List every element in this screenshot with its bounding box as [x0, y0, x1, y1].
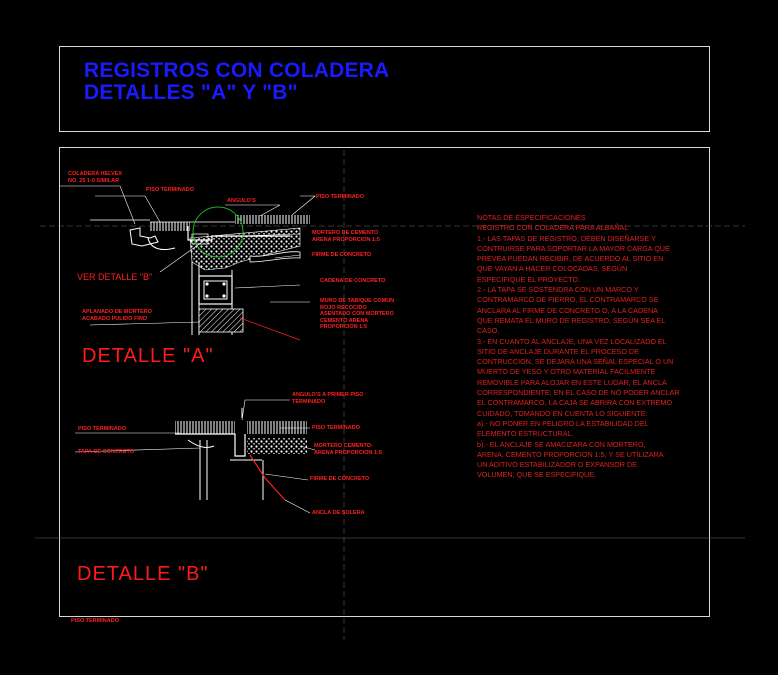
label-aplanado: APLANADO DE MORTERO ACABADO PULIDO FINO — [82, 309, 152, 322]
label-piso-left-a: PISO TERMINADO — [146, 187, 194, 193]
notes-heading: NOTAS DE ESPECIFICACIONES — [477, 213, 586, 222]
title-line-1: REGISTROS CON COLADERA — [84, 59, 390, 82]
notes-line: QUE VAYAN A HACER COLOCADAS, SEGÚN — [477, 264, 628, 274]
notes-line: b).- EL ANCLAJE SE AMACIZARA CON MORTERO… — [477, 439, 646, 449]
notes-line: VOLUMEN, QUE SE ESPECIFIQUE. — [477, 470, 597, 480]
notes-line: 2.- LA TAPA SE SOSTENDRA CON UN MARCO Y — [477, 285, 639, 295]
notes-line: ANCLARA AL FIRME DE CONCRETO O, A LA CAD… — [477, 305, 658, 315]
label-angulos-b: ANGULO'S A PRIMER PISO TERMINADO — [292, 392, 364, 405]
label-piso-left-b: PISO TERMINADO — [78, 426, 126, 432]
label-piso-right-a: PISO TERMINADO — [316, 194, 364, 200]
label-ancla: ANCLA DE SOLERA — [312, 510, 365, 516]
label-firme-a: FIRME DE CONCRETO — [312, 252, 372, 258]
notes-line: ESPECIFIQUE EL PROYECTO. — [477, 274, 581, 284]
notes-line: CONTRUCCION, SE DEJARA UNA SEÑAL ESPECIA… — [477, 357, 674, 367]
drawing-frame — [59, 147, 710, 617]
notes-line: CUIDADO, TOMANDO EN CUENTA LO SIGUIENTE: — [477, 408, 648, 418]
notes-line: PREVEA PUEDAN RECIBIR, DE ACUERDO AL SIT… — [477, 254, 664, 264]
notes-line: MUERTO DE YESO Y OTRO MATERIAL FACILMENT… — [477, 367, 656, 377]
page-title: REGISTROS CON COLADERA DETALLES "A" Y "B… — [84, 60, 389, 104]
title-frame — [59, 46, 710, 132]
label-angulos-a: ANGULO'S — [227, 198, 256, 204]
label-coladera: COLADERA HELVEX NO. 25 1-0 SIMILAR — [68, 171, 123, 184]
notes-line: ARENA, CEMENTO PROPORCION 1:5, Y SE UTIL… — [477, 449, 664, 459]
notes-line: ELEMENTO ESTRUCTURAL. — [477, 429, 574, 439]
label-piso-right-b: PISO TERMINADO — [312, 425, 360, 431]
notes-line: CONTRUIRSE PARA SOPORTAR LA MAYOR CARGA … — [477, 243, 670, 253]
label-muro: MURO DE TABIQUE COMUN ROJO RECOCIDO ASEN… — [320, 298, 395, 330]
notes-line: REGISTRO CON COLADERA PARA ALBAÑAL — [477, 223, 629, 233]
notes-line: CONTRAMARCO DE FIERRO, EL CONTRAMARCO SE — [477, 295, 659, 305]
notes-line: 1.- LAS TAPAS DE REGISTRO, DEBEN DISEÑAR… — [477, 233, 656, 243]
notes-line: a).- NO PONER EN PELIGRO LA ESTABILIDAD … — [477, 418, 649, 428]
label-cadena: CADENA DE CONCRETO — [320, 278, 386, 284]
notes-line: CORRESPONDIENTE; EN EL CASO DE NO PODER … — [477, 388, 680, 398]
footer-label: PISO TERMINADO — [71, 618, 119, 624]
notes-line: 3.- EN CUANTO AL ANCLAJE, UNA VEZ LOCALI… — [477, 336, 667, 346]
label-firme-b: FIRME DE CONCRETO — [310, 476, 370, 482]
label-mortero-a: MORTERO DE CEMENTO ARENA PROPORCION 1:5 — [312, 230, 380, 243]
notes-line: CASO. — [477, 326, 500, 336]
label-ver-detalle-b: VER DETALLE "B" — [77, 272, 153, 282]
detail-a-drawing — [60, 185, 316, 341]
notes-line: REMOVIBLE PARA ALOJAR EN ESTE LUGAR, EL … — [477, 377, 667, 387]
notes-line: UN ADITIVO ESTABILIZADOR O EXPANSOR DE — [477, 460, 637, 470]
detail-b-drawing — [74, 399, 316, 514]
title-line-2: DETALLES "A" Y "B" — [84, 81, 298, 104]
label-mortero-b: MORTERO CEMENTO- ARENA PROPORCION 1:5 — [314, 443, 382, 456]
specification-notes: NOTAS DE ESPECIFICACIONES REGISTRO CON C… — [477, 213, 687, 481]
detail-b-heading: DETALLE "B" — [77, 563, 209, 585]
notes-line: EL CONTRAMARCO, LA CAJA SE ABRIRA CON EX… — [477, 398, 673, 408]
notes-line: QUE REMATA EL MURO DE REGISTRO, SEGÚN SE… — [477, 315, 666, 325]
notes-line: SITIO DE ANCLAJE DURANTE EL PROCESO DE — [477, 346, 639, 356]
detail-a-heading: DETALLE "A" — [82, 345, 214, 367]
label-tapa: TAPA DE CONCRETO — [78, 449, 135, 455]
